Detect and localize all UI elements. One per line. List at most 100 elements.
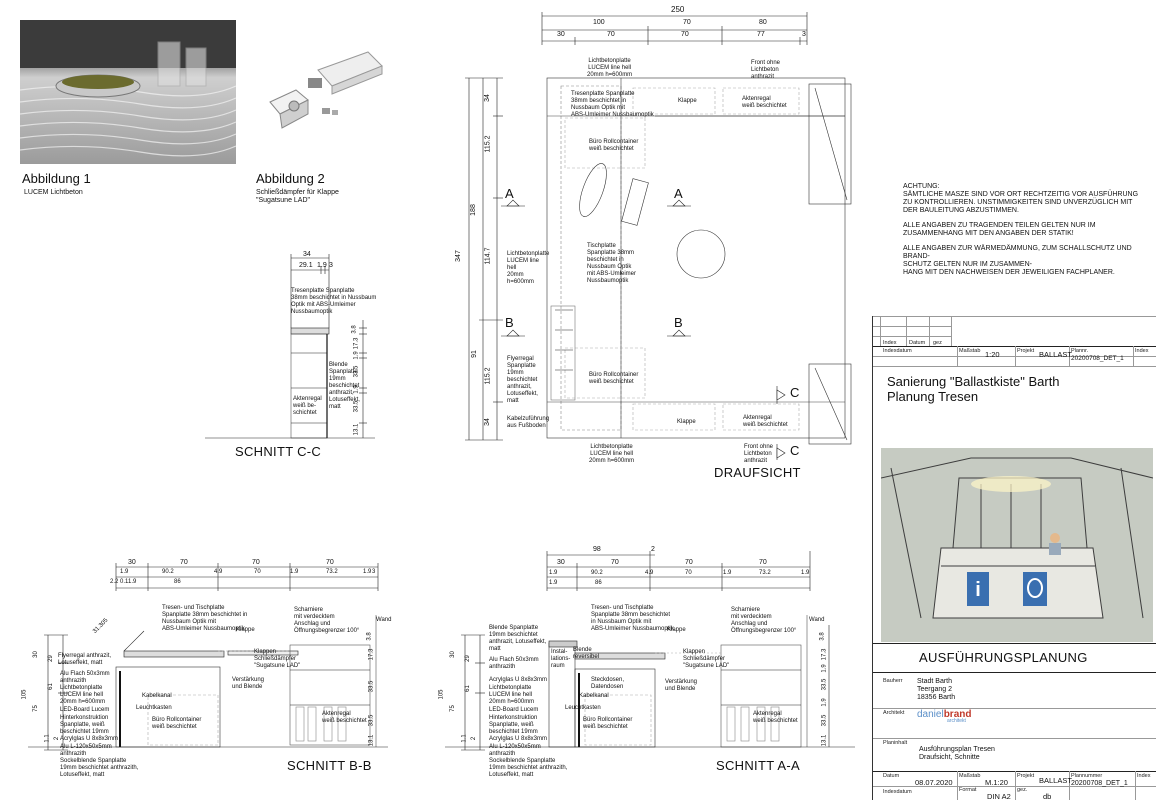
bb-dim-row2-6: 73.2 <box>326 569 338 575</box>
bb-dim-row3-3: 1.9 <box>128 579 137 585</box>
figure-1-title: Abbildung 1 <box>22 171 91 186</box>
logo-part-a: daniel <box>917 709 944 720</box>
aa-dim-left-5: 105 <box>438 689 445 700</box>
tb-index-header: Index <box>883 340 897 346</box>
aa-label-buero: Büro Rollcontainer weiß beschichtet <box>583 717 633 730</box>
schnitt-bb-title: SCHNITT B-B <box>287 758 372 773</box>
cc-label-blende: Blende Spanplatte 19mm beschichtet anthr… <box>329 362 360 410</box>
tb-footer-projekt-header: Projekt <box>1017 773 1035 779</box>
dim-row3-3: 3 <box>802 31 806 38</box>
aa-label-sockel: Sockelblende Spanplatte 19mm beschichtet… <box>489 758 568 778</box>
photo-schliessdaempfer <box>258 44 388 140</box>
bb-dim-row2-5: 1.9 <box>290 569 299 575</box>
label-akten-bottom: Aktenregal weiß beschichtet <box>743 415 788 428</box>
tb-projekt-header: Projekt <box>1017 348 1035 354</box>
section-marker-c-bottom: C <box>790 443 800 458</box>
section-marker-b-right: B <box>674 315 683 330</box>
label-front-top: Front ohne Lichtbeton anthrazit <box>751 60 781 80</box>
tb-footer-datum-header: Datum <box>883 773 900 779</box>
cc-dim-sub-2: 1.9 <box>317 262 327 269</box>
sketch-image: i <box>881 448 1153 642</box>
aa-label-steck: Steckdosen, Datendosen <box>591 677 625 690</box>
label-buero-top: Büro Rollcontainer weiß beschichtet <box>589 139 639 152</box>
cc-dim-r4: 33.5 <box>353 365 360 378</box>
tb-bauherr-value: Stadt Barth Teergang 2 18356 Barth <box>917 678 956 701</box>
aa-dim-left-3: 61 <box>464 685 471 692</box>
cc-dim-r6: 33.5 <box>353 400 360 413</box>
aa-dim-row2-6: 73.2 <box>759 570 771 576</box>
bb-label-acryl: Acrylglas U 8x8x3mm <box>60 736 119 742</box>
dim-left-1147: 114.7 <box>484 247 492 265</box>
schnitt-aa-title: SCHNITT A-A <box>716 758 800 773</box>
aa-dim-left-2: 29 <box>464 655 471 662</box>
label-kabel: Kabelzuführung aus Fußboden <box>507 416 550 429</box>
schnitt-cc-drawing: 34 29.1 1.9 3 Tresenplatte Spanplatte 38… <box>205 248 385 448</box>
tb-plannr-header: Plannr. <box>1071 348 1089 354</box>
cc-dim-r1: 3.8 <box>351 325 358 334</box>
tb-footer-indexdatum-header: Indexdatum <box>883 789 912 795</box>
aa-label-scharnier: Scharniere mit verdecktem Anschlag und Ö… <box>731 607 797 634</box>
bb-dim-r7: 13.1 <box>368 734 375 747</box>
bb-label-leucht: Leuchtkasten <box>136 705 172 711</box>
bb-label-scharnier: Scharniere mit verdecktem Anschlag und Ö… <box>294 607 360 634</box>
aa-label-tresen: Tresen- und Tischplatte Spanplatte 38mm … <box>591 605 674 632</box>
title-block: Index Datum gez Indexdatum Maßstab 1:20 … <box>872 316 1156 801</box>
photo-lichtbeton <box>20 20 236 164</box>
tb-massstab-value: 1:20 <box>985 350 1000 359</box>
aa-label-blende: Blende Spanplatte 19mm beschichtet anthr… <box>489 625 547 652</box>
logo-part-b: brand <box>943 709 972 720</box>
section-marker-c-top: C <box>790 385 800 400</box>
photo-schliessdaempfer-drawing <box>269 51 383 129</box>
figure-1-caption: LUCEM Lichtbeton <box>24 189 83 196</box>
tb-architekt-header: Architekt <box>883 710 905 716</box>
bb-label-klappe: Klappe <box>236 627 255 633</box>
bb-label-led: LED-Board Lucem <box>60 707 110 713</box>
cc-dim-sub-1: 29.1 <box>299 262 313 269</box>
aa-dim-r3: 1.9 <box>821 664 828 673</box>
dim-top-250: 250 <box>671 5 685 14</box>
dim-row2-100: 100 <box>593 19 605 26</box>
bb-dim-left-3: 61 <box>47 683 54 690</box>
logo-part-c: architekt <box>947 718 966 724</box>
tb-footer-format-value: DIN A2 <box>987 792 1011 801</box>
aa-dim-row1-2: 70 <box>611 559 619 566</box>
bb-dim-row2-8: 3 <box>372 569 376 575</box>
dim-row2-70: 70 <box>683 19 691 26</box>
bb-dim-row3-2: 0.1 <box>120 579 129 585</box>
dim-row3-30: 30 <box>557 31 565 38</box>
bb-label-wand: Wand <box>376 617 392 623</box>
bb-label-alu: Alu Flach 50x3mm anthrazith <box>60 671 110 684</box>
label-top-light: Lichtbetonplatte LUCEM line hell 20mm h=… <box>587 58 633 78</box>
notice-paragraph-3: ALLE ANGABEN ZUR WÄRMEDÄMMUNG, ZUM SCHAL… <box>903 245 1132 276</box>
tb-plannr-value: 20200708_DET_1 <box>1071 355 1124 362</box>
tb-footer-plannr-header: Plannummer <box>1071 773 1103 779</box>
bb-label-tresen: Tresen- und Tischplatte Spanplatte 38mm … <box>162 605 248 632</box>
notice-paragraph-1: ACHTUNG: SÄMTLICHE MASZE SIND VOR ORT RE… <box>903 183 1139 214</box>
bb-dim-left-4: 75 <box>32 705 39 712</box>
draufsicht-drawing: 250 100 70 80 30 70 70 77 3 347 188 91 3… <box>455 0 865 470</box>
aa-dim-row1-3: 70 <box>685 559 693 566</box>
tb-projekt-value: BALLAST <box>1039 350 1072 359</box>
aa-dim-r1: 3.8 <box>819 632 826 641</box>
bb-dim-left-5: 105 <box>21 689 28 700</box>
bb-dim-row2-2: 90.2 <box>162 569 174 575</box>
tb-footer-mass-value: M.1:20 <box>985 778 1008 787</box>
dim-left-347: 347 <box>454 250 462 262</box>
aa-label-verst: Verstärkung und Blende <box>665 679 698 692</box>
schnitt-aa-lines <box>445 551 855 751</box>
tb-footer-format-header: Format <box>959 787 977 793</box>
aa-dim-left-6: 1.1 <box>461 734 468 743</box>
aa-dim-row2-3: 4.9 <box>645 570 654 576</box>
cc-dim-top: 34 <box>303 251 311 258</box>
dim-row2-80: 80 <box>759 19 767 26</box>
tb-footer-gez-header: gez. <box>1017 787 1028 793</box>
aa-dim-left-7: 2 <box>471 736 478 741</box>
bb-dim-left-2: 29 <box>47 655 54 662</box>
cc-label-akten: Aktenregal weiß be- schichtet <box>293 396 322 416</box>
notice-text: ACHTUNG: SÄMTLICHE MASZE SIND VOR ORT RE… <box>903 183 1143 277</box>
aa-dim-row2-5: 1.9 <box>723 570 732 576</box>
project-title: Sanierung "Ballastkiste" Barth Planung T… <box>887 374 1060 404</box>
aa-dim-r5: 1.9 <box>821 698 828 707</box>
bb-dim-row3-4: 86 <box>174 579 181 585</box>
label-tresen: Tresenplatte Spanplatte 38mm beschichtet… <box>571 91 654 118</box>
